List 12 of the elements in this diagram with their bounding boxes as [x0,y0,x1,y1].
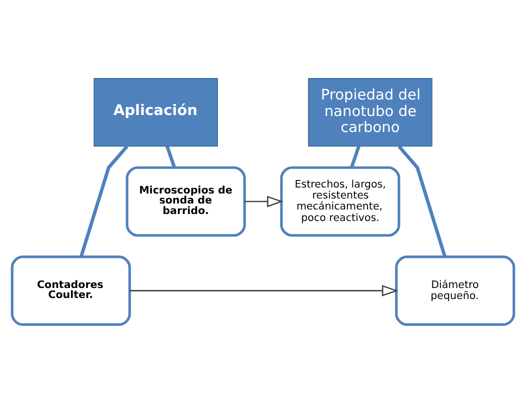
arrow [130,284,398,296]
node-box: Aplicación [94,78,218,147]
connector [166,146,176,168]
arrow [244,196,284,208]
node-box: Propiedad del nanotubo de carbono [308,78,432,147]
node-box: Diámetro pequeño. [395,256,516,326]
node-box: Estrechos, largos, resistentes mecánicamente, poco reactivos. [280,166,400,237]
connector [79,145,128,258]
connector [398,145,447,258]
node-box: Microscopios de sonda de barrido. [126,166,246,237]
connector [350,146,360,168]
node-box: Contadores Coulter. [10,256,131,326]
